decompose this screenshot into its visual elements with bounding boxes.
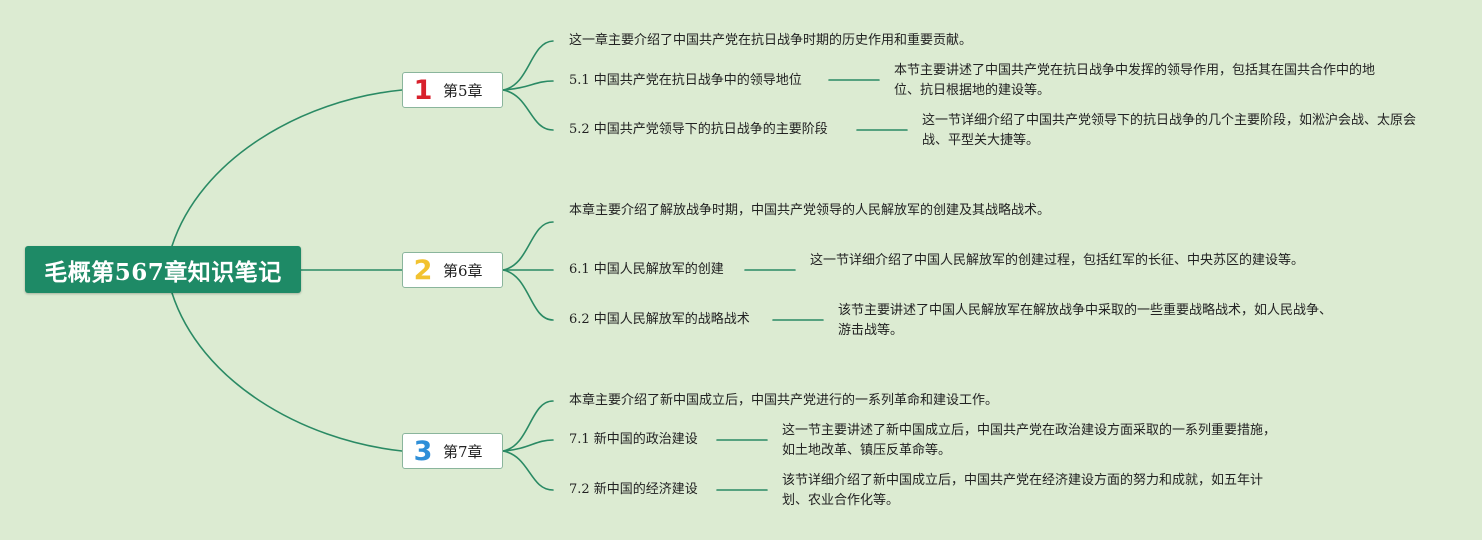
connector-ch5-s1 (502, 80, 554, 91)
connector-ch7-s1 (502, 439, 554, 452)
connector-ch5-summary (502, 40, 554, 91)
chapter-summary: 本章主要介绍了解放战争时期，中国共产党领导的人民解放军的创建及其战略战术。 (569, 203, 1051, 218)
connector-ch5-s2 (502, 89, 554, 131)
chapter-number-badge: 1 (413, 74, 433, 106)
chapter-number-badge: 3 (413, 435, 433, 467)
section-desc-5-1: 本节主要讲述了中国共产党在抗日战争中发挥的领导作用，包括其在国共合作中的地位、抗… (894, 63, 1376, 98)
chapter-node-6[interactable]: 2 第6章 (402, 252, 503, 288)
section-desc-7-2: 该节详细介绍了新中国成立后，中国共产党在经济建设方面的努力和成就，如五年计划、农… (782, 473, 1264, 508)
chapter-summary: 这一章主要介绍了中国共产党在抗日战争时期的历史作用和重要贡献。 (569, 33, 973, 48)
chapter-number-badge: 2 (413, 254, 433, 286)
chapter-title: 第5章 (443, 81, 483, 100)
section-node-5-1[interactable]: 5.1 中国共产党在抗日战争中的领导地位 (569, 73, 802, 88)
root-title: 毛概第567章知识笔记 (44, 258, 282, 286)
chapter-title: 第7章 (443, 442, 483, 461)
section-node-7-1[interactable]: 7.1 新中国的政治建设 (569, 432, 698, 447)
connector-ch6-s2 (502, 269, 554, 321)
connector-ch6-summary (502, 221, 554, 271)
section-node-7-2[interactable]: 7.2 新中国的经济建设 (569, 482, 698, 497)
section-desc-6-1: 这一节详细介绍了中国人民解放军的创建过程，包括红军的长征、中央苏区的建设等。 (810, 253, 1305, 268)
chapter-summary: 本章主要介绍了新中国成立后，中国共产党进行的一系列革命和建设工作。 (569, 393, 999, 408)
section-node-6-1[interactable]: 6.1 中国人民解放军的创建 (569, 262, 724, 277)
chapter-title: 第6章 (443, 261, 483, 280)
section-node-6-2[interactable]: 6.2 中国人民解放军的战略战术 (569, 312, 750, 327)
connector-root-ch5 (171, 89, 403, 247)
chapter-node-5[interactable]: 1 第5章 (402, 72, 503, 108)
connector-ch7-summary (502, 400, 554, 452)
connector-ch7-s2 (502, 450, 554, 491)
root-node[interactable]: 毛概第567章知识笔记 (25, 246, 301, 293)
section-desc-6-2: 该节主要讲述了中国人民解放军在解放战争中采取的一些重要战略战术，如人民战争、游击… (838, 303, 1333, 338)
section-desc-5-2: 这一节详细介绍了中国共产党领导下的抗日战争的几个主要阶段，如淞沪会战、太原会战、… (922, 113, 1417, 148)
section-desc-7-1: 这一节主要讲述了新中国成立后，中国共产党在政治建设方面采取的一系列重要措施，如土… (782, 423, 1277, 458)
chapter-node-7[interactable]: 3 第7章 (402, 433, 503, 469)
connector-root-ch7 (171, 292, 403, 452)
section-node-5-2[interactable]: 5.2 中国共产党领导下的抗日战争的主要阶段 (569, 122, 828, 137)
